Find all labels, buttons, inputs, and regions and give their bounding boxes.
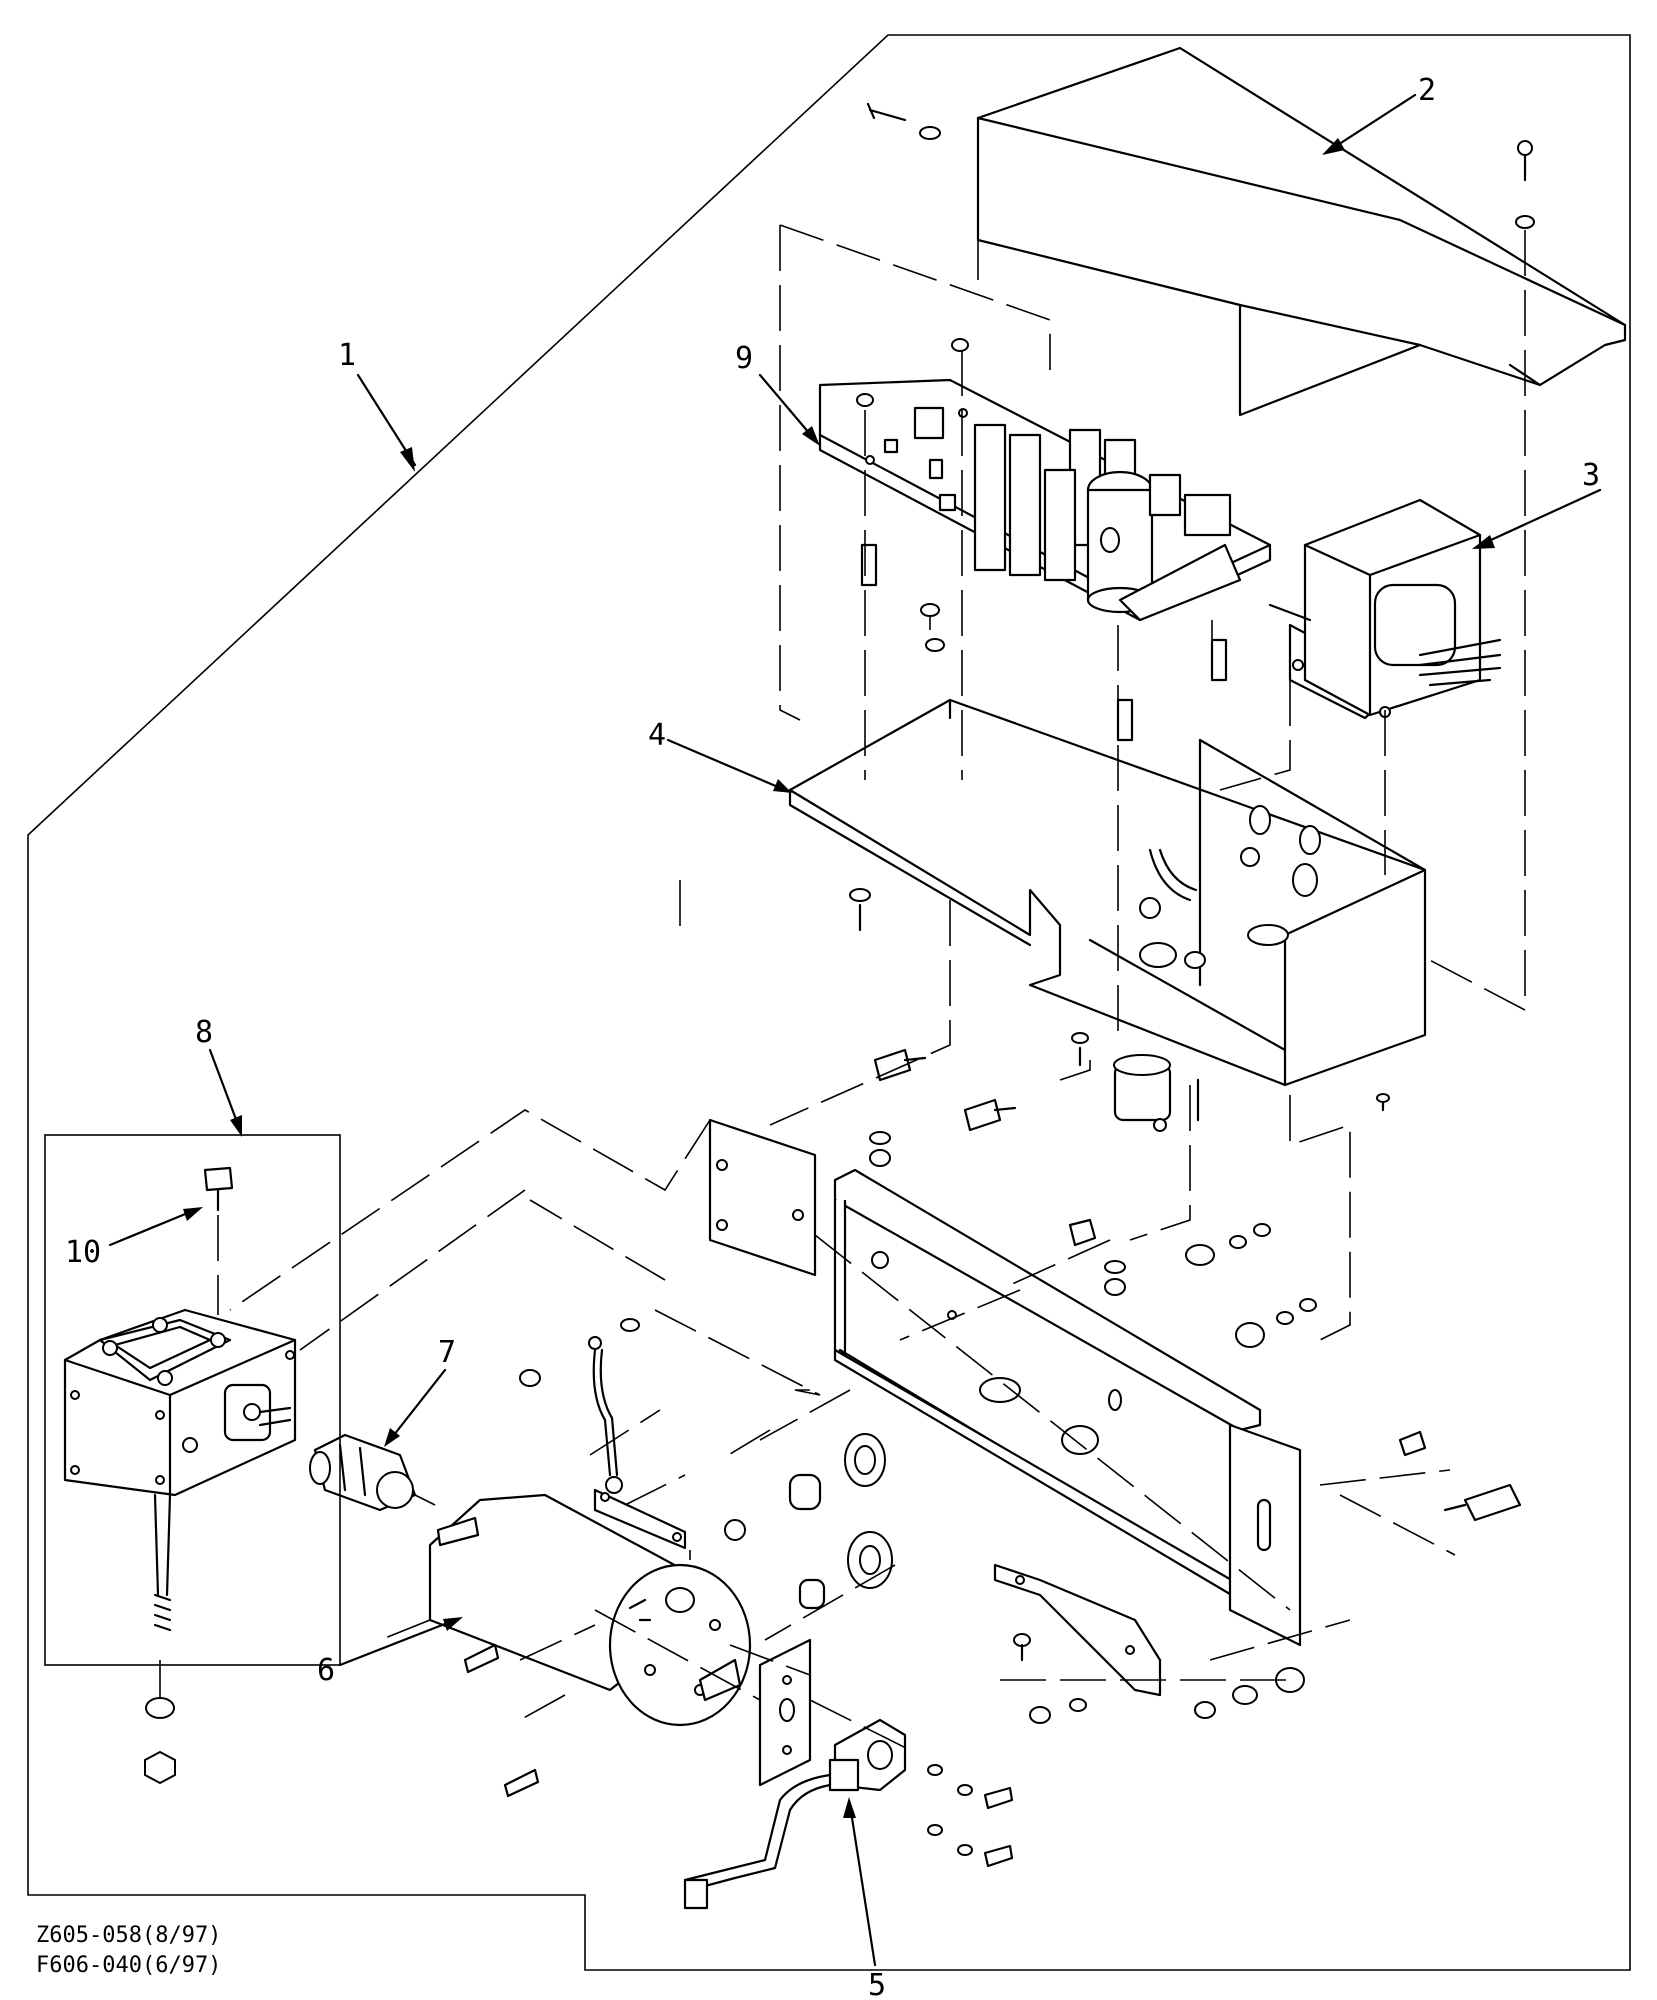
- revision-note-1: Z605-058(8/97): [36, 1923, 222, 1948]
- callout-9: 9: [735, 341, 753, 376]
- cover-screw-left: [866, 102, 941, 140]
- assembly-guide-lines: [229, 224, 1526, 1751]
- callout-4: 4: [648, 718, 666, 753]
- gearbox-frame: [44, 1134, 341, 1666]
- bolt: [1068, 1218, 1097, 1247]
- box-grommet: [1113, 1054, 1172, 1132]
- callout-1: 1: [338, 338, 356, 373]
- mounting-frame: [708, 1118, 1302, 1697]
- encoder-sensor: [683, 1638, 1014, 1910]
- transformer: [1268, 498, 1502, 720]
- assembly-outline: [27, 34, 1631, 1971]
- callout-10: 10: [65, 1235, 101, 1270]
- callout-3: 3: [1582, 458, 1600, 493]
- short-bolt: [1398, 1430, 1427, 1457]
- board-standoffs: [856, 338, 1228, 742]
- shaft-coupling: [309, 1433, 417, 1512]
- callout-5: 5: [868, 1968, 886, 2000]
- mounting-hardware: [724, 1048, 1522, 1724]
- callout-2: 2: [1418, 73, 1436, 108]
- bolt: [963, 1098, 1017, 1132]
- cover-screw-right: [1515, 140, 1535, 229]
- bolt: [873, 1048, 927, 1082]
- top-cover: [866, 46, 1627, 1010]
- control-box: [788, 698, 1427, 1132]
- callout-7: 7: [438, 1335, 456, 1370]
- motor: [428, 1488, 752, 1798]
- long-bolt: [1443, 1483, 1522, 1522]
- ground-strap: [519, 1318, 640, 1494]
- callout-6: 6: [317, 1653, 335, 1688]
- leader-arrows: [108, 93, 1602, 1967]
- motor-screws: [463, 1643, 540, 1798]
- callout-8: 8: [195, 1015, 213, 1050]
- callout-labels: 1 2 3 4 5 6 7 8 9 10: [65, 73, 1600, 2000]
- revision-note-2: F606-040(6/97): [36, 1953, 222, 1978]
- circuit-board: [818, 338, 1272, 742]
- gearbox-assembly: [44, 1134, 341, 1785]
- motor-mount-washers: [724, 1433, 893, 1610]
